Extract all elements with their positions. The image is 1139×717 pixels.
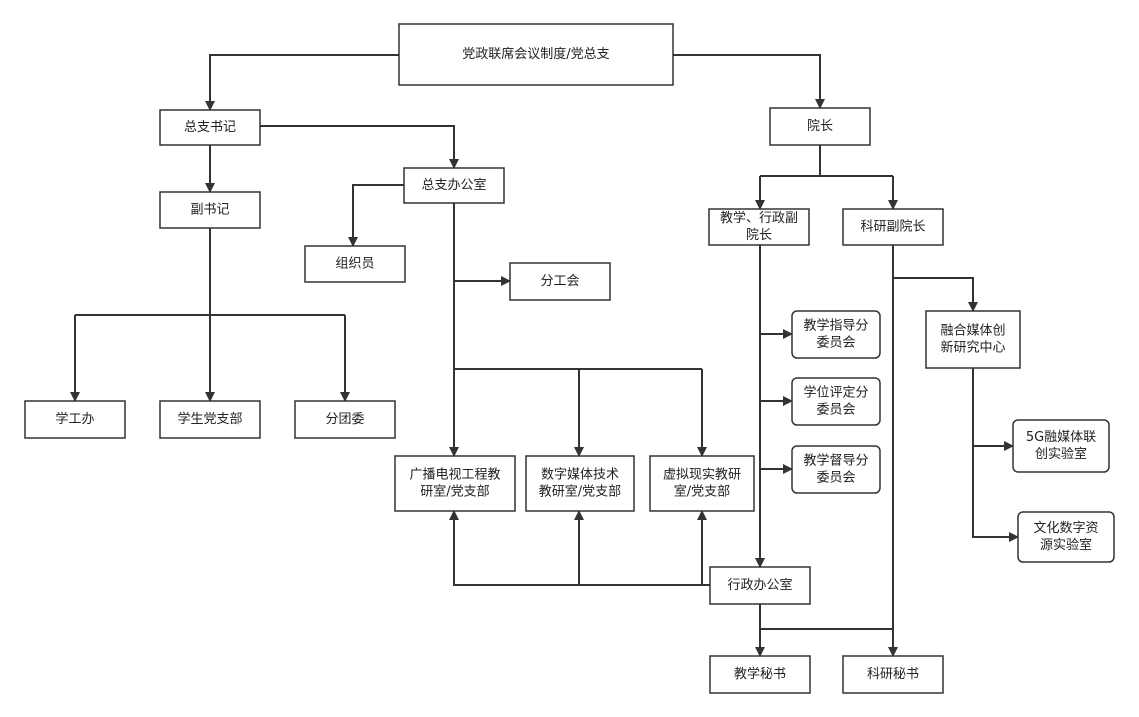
node-label: 学工办 xyxy=(55,411,94,427)
connector-line xyxy=(893,277,978,312)
node-box xyxy=(791,310,881,359)
node-boxes: 党政联席会议制度/党总支总支书记院长副书记总支办公室组织员分工会学工办学生党支部… xyxy=(24,23,1115,694)
node-label: 教学指导分 xyxy=(803,318,868,334)
node-box xyxy=(304,245,406,283)
node-label: 教学秘书 xyxy=(734,666,786,682)
node-organizer: 组织员 xyxy=(304,245,406,283)
node-label: 委员会 xyxy=(816,336,855,351)
node-box xyxy=(708,208,810,246)
node-box xyxy=(159,191,261,229)
node-box xyxy=(709,655,811,694)
connector-line xyxy=(449,510,710,586)
node-label: 总支书记 xyxy=(184,120,236,135)
node-research-secretary: 科研秘书 xyxy=(842,655,944,694)
node-admin-office: 行政办公室 xyxy=(709,566,811,605)
node-joint-meeting: 党政联席会议制度/党总支 xyxy=(398,23,674,86)
node-label: 教学、行政副 xyxy=(720,210,798,226)
node-label: 源实验室 xyxy=(1040,537,1092,553)
node-secretary: 总支书记 xyxy=(159,109,261,146)
node-label: 研室/党支部 xyxy=(420,484,489,500)
node-box xyxy=(709,566,811,605)
node-sub-union: 分工会 xyxy=(509,262,611,301)
node-label: 创实验室 xyxy=(1035,446,1087,462)
node-label: 行政办公室 xyxy=(727,577,792,593)
node-box xyxy=(791,445,881,494)
node-label: 5G融媒体联 xyxy=(1026,430,1096,445)
node-label: 副书记 xyxy=(190,203,229,218)
node-label: 委员会 xyxy=(816,403,855,418)
node-box xyxy=(403,167,505,204)
connector-line xyxy=(205,54,399,111)
node-box xyxy=(24,400,126,439)
node-label: 委员会 xyxy=(816,471,855,486)
node-label: 融合媒体创 xyxy=(940,324,1005,339)
node-label: 科研秘书 xyxy=(867,667,919,682)
node-box xyxy=(398,23,674,86)
node-label: 文化数字资 xyxy=(1033,521,1098,536)
node-branch-office: 总支办公室 xyxy=(403,167,505,204)
node-box xyxy=(525,455,635,512)
node-label: 虚拟现实教研 xyxy=(663,467,741,483)
connector-lines xyxy=(70,54,1019,657)
node-student-party-branch: 学生党支部 xyxy=(159,400,261,439)
node-box xyxy=(1017,511,1115,563)
node-label: 室/党支部 xyxy=(674,484,730,500)
node-label: 党政联席会议制度/党总支 xyxy=(462,46,609,62)
connector-line xyxy=(348,184,404,247)
node-label: 学生党支部 xyxy=(177,411,242,427)
node-deputy-secretary: 副书记 xyxy=(159,191,261,229)
node-vice-dean-research: 科研副院长 xyxy=(842,208,944,246)
connector-line xyxy=(673,54,825,109)
node-student-office: 学工办 xyxy=(24,400,126,439)
node-box xyxy=(842,655,944,694)
node-label: 广播电视工程教 xyxy=(409,467,500,483)
node-label: 组织员 xyxy=(335,257,374,272)
node-box xyxy=(509,262,611,301)
node-label: 总支办公室 xyxy=(421,177,486,193)
node-label: 院长 xyxy=(746,228,772,243)
node-label: 教学督导分 xyxy=(803,453,868,469)
node-box xyxy=(769,107,871,146)
node-box xyxy=(649,455,755,512)
node-teaching-secretary: 教学秘书 xyxy=(709,655,811,694)
node-label: 分团委 xyxy=(325,412,364,427)
node-dean: 院长 xyxy=(769,107,871,146)
node-box xyxy=(1012,419,1110,473)
node-label: 数字媒体技术 xyxy=(541,468,619,483)
node-box xyxy=(159,109,261,146)
node-label: 分工会 xyxy=(540,274,579,289)
node-label: 教研室/党支部 xyxy=(539,484,621,500)
connector-line xyxy=(260,125,459,169)
node-box xyxy=(842,208,944,246)
connector-line xyxy=(972,368,1019,542)
node-box xyxy=(925,310,1021,369)
node-label: 科研副院长 xyxy=(860,220,925,235)
node-box xyxy=(394,455,516,512)
node-label: 新研究中心 xyxy=(940,340,1005,356)
node-box xyxy=(159,400,261,439)
node-youth-league: 分团委 xyxy=(294,400,396,439)
node-label: 学位评定分 xyxy=(803,385,868,401)
node-box xyxy=(791,377,881,426)
node-label: 院长 xyxy=(807,119,833,134)
node-box xyxy=(294,400,396,439)
